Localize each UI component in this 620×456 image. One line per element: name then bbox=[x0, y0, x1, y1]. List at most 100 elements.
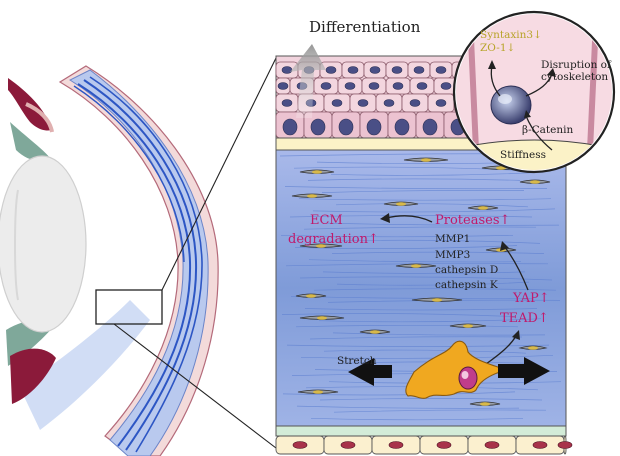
tissue-edge bbox=[25, 102, 54, 133]
collagen-fiber bbox=[286, 344, 550, 347]
epithelial-nucleus bbox=[392, 82, 404, 90]
zoom-box bbox=[95, 289, 163, 325]
cell-to-yap-arrow bbox=[485, 335, 517, 365]
ecm-label-line2: degradation↑ bbox=[288, 232, 379, 247]
keratocytes bbox=[291, 157, 551, 406]
keratocyte-nucleus bbox=[317, 316, 327, 320]
endothelial-nucleus bbox=[557, 441, 573, 449]
eye-cross-section bbox=[0, 65, 219, 456]
keratocyte-nucleus bbox=[396, 202, 406, 206]
ecm-label-line1: ECM bbox=[310, 213, 343, 228]
angle-region bbox=[20, 300, 150, 430]
keratocyte-nucleus bbox=[313, 390, 323, 394]
epithelial-nucleus bbox=[435, 99, 447, 107]
collagen-fiber bbox=[317, 239, 541, 244]
epithelial-nucleus bbox=[310, 118, 326, 136]
collagen-fiber bbox=[295, 324, 519, 328]
epithelial-nucleus bbox=[282, 118, 298, 136]
endothelial-nucleus bbox=[484, 441, 500, 449]
lamella-line bbox=[73, 85, 185, 263]
stiffness-arrow bbox=[525, 115, 553, 151]
epithelial-nucleus bbox=[422, 118, 438, 136]
collagen-fiber bbox=[299, 276, 553, 281]
epithelial-nucleus bbox=[416, 82, 428, 90]
nucleus-highlight bbox=[498, 94, 512, 104]
epithelial-nucleus bbox=[320, 82, 332, 90]
collagen-fiber bbox=[313, 288, 557, 291]
lens-accent bbox=[14, 189, 19, 301]
epithelial-nucleus bbox=[338, 118, 354, 136]
epithelial-nucleus bbox=[357, 99, 369, 107]
endothelial-nucleus bbox=[340, 441, 356, 449]
epithelial-nucleus bbox=[281, 99, 293, 107]
yap-label: YAP↑ bbox=[513, 291, 550, 306]
endothelial-nucleus bbox=[388, 441, 404, 449]
epithelial-nucleus bbox=[440, 82, 452, 90]
epithelial-nucleus bbox=[369, 66, 381, 74]
endothelial-nucleus bbox=[532, 441, 548, 449]
beta-catenin-label: β-Catenin bbox=[522, 124, 574, 136]
iris-upper bbox=[10, 122, 50, 161]
lamella-line bbox=[89, 76, 203, 453]
cathepsin-k-label: cathepsin K bbox=[435, 279, 498, 291]
cathepsin-d-label: cathepsin D bbox=[435, 264, 499, 276]
collagen-fiber bbox=[281, 313, 515, 317]
collagen-fiber bbox=[298, 198, 552, 201]
collagen-fiber bbox=[333, 409, 547, 413]
epithelial-cell-zoom-circle bbox=[452, 10, 616, 174]
epithelial-nucleus bbox=[331, 99, 343, 107]
epithelial-nucleus bbox=[413, 66, 425, 74]
arrowhead bbox=[500, 241, 509, 251]
collagen-fiber bbox=[322, 271, 526, 274]
collagen-fiber bbox=[280, 234, 514, 238]
keratocyte-nucleus bbox=[370, 330, 380, 334]
epithelial-nucleus bbox=[383, 99, 395, 107]
epithelial-nucleus bbox=[435, 66, 447, 74]
lamella-line bbox=[77, 83, 192, 447]
lamella-line bbox=[83, 79, 198, 451]
nucleus-highlight bbox=[461, 371, 469, 379]
epithelial-nucleus bbox=[409, 99, 421, 107]
differentiation-label: Differentiation bbox=[309, 18, 421, 36]
disruption-label-line1: Disruption of bbox=[541, 59, 611, 71]
endothelial-nucleus bbox=[292, 441, 308, 449]
collagen-fiber bbox=[294, 245, 518, 249]
zoom-indicator bbox=[95, 57, 277, 449]
mmp3-label: MMP3 bbox=[435, 249, 471, 261]
epithelial-nucleus bbox=[366, 118, 382, 136]
collagen-fiber bbox=[296, 405, 520, 409]
keratocyte-nucleus bbox=[528, 346, 538, 350]
keratocyte-nucleus bbox=[316, 244, 326, 248]
collagen-fiber bbox=[335, 203, 529, 208]
proteases-label: Proteases↑ bbox=[435, 213, 511, 228]
tead-label: TEAD↑ bbox=[500, 311, 549, 326]
mmp1-label: MMP1 bbox=[435, 233, 471, 245]
epithelial-nucleus bbox=[325, 66, 337, 74]
protease-to-ecm-arrow bbox=[385, 215, 433, 223]
keratocyte-nucleus bbox=[432, 298, 442, 302]
epithelial-nucleus bbox=[277, 82, 289, 90]
collagen-fiber bbox=[309, 336, 523, 340]
epithelial-nucleus bbox=[391, 66, 403, 74]
collagen-fiber bbox=[331, 251, 545, 254]
keratocyte-nucleus bbox=[411, 264, 421, 268]
collagen-fiber bbox=[318, 318, 542, 323]
collagen-fiber bbox=[310, 417, 524, 421]
keratocyte-nucleus bbox=[307, 194, 317, 198]
epithelial-nucleus bbox=[344, 82, 356, 90]
syntaxin3-label: Syntaxin3↓ bbox=[480, 29, 542, 41]
collagen-fiber bbox=[321, 190, 525, 193]
collagen-fiber bbox=[319, 398, 543, 401]
keratocyte-nucleus bbox=[478, 206, 488, 210]
collagen-fiber bbox=[282, 391, 516, 396]
lens bbox=[0, 155, 87, 333]
keratocyte-nucleus bbox=[312, 170, 322, 174]
keratocyte-nucleus bbox=[421, 158, 431, 162]
epithelial-nucleus bbox=[347, 66, 359, 74]
epithelial-nucleus bbox=[281, 66, 293, 74]
collagen-fiber bbox=[300, 354, 554, 359]
keratocyte-nucleus bbox=[458, 366, 478, 390]
collagen-fiber bbox=[326, 222, 560, 226]
keratocyte-nucleus bbox=[306, 294, 316, 298]
